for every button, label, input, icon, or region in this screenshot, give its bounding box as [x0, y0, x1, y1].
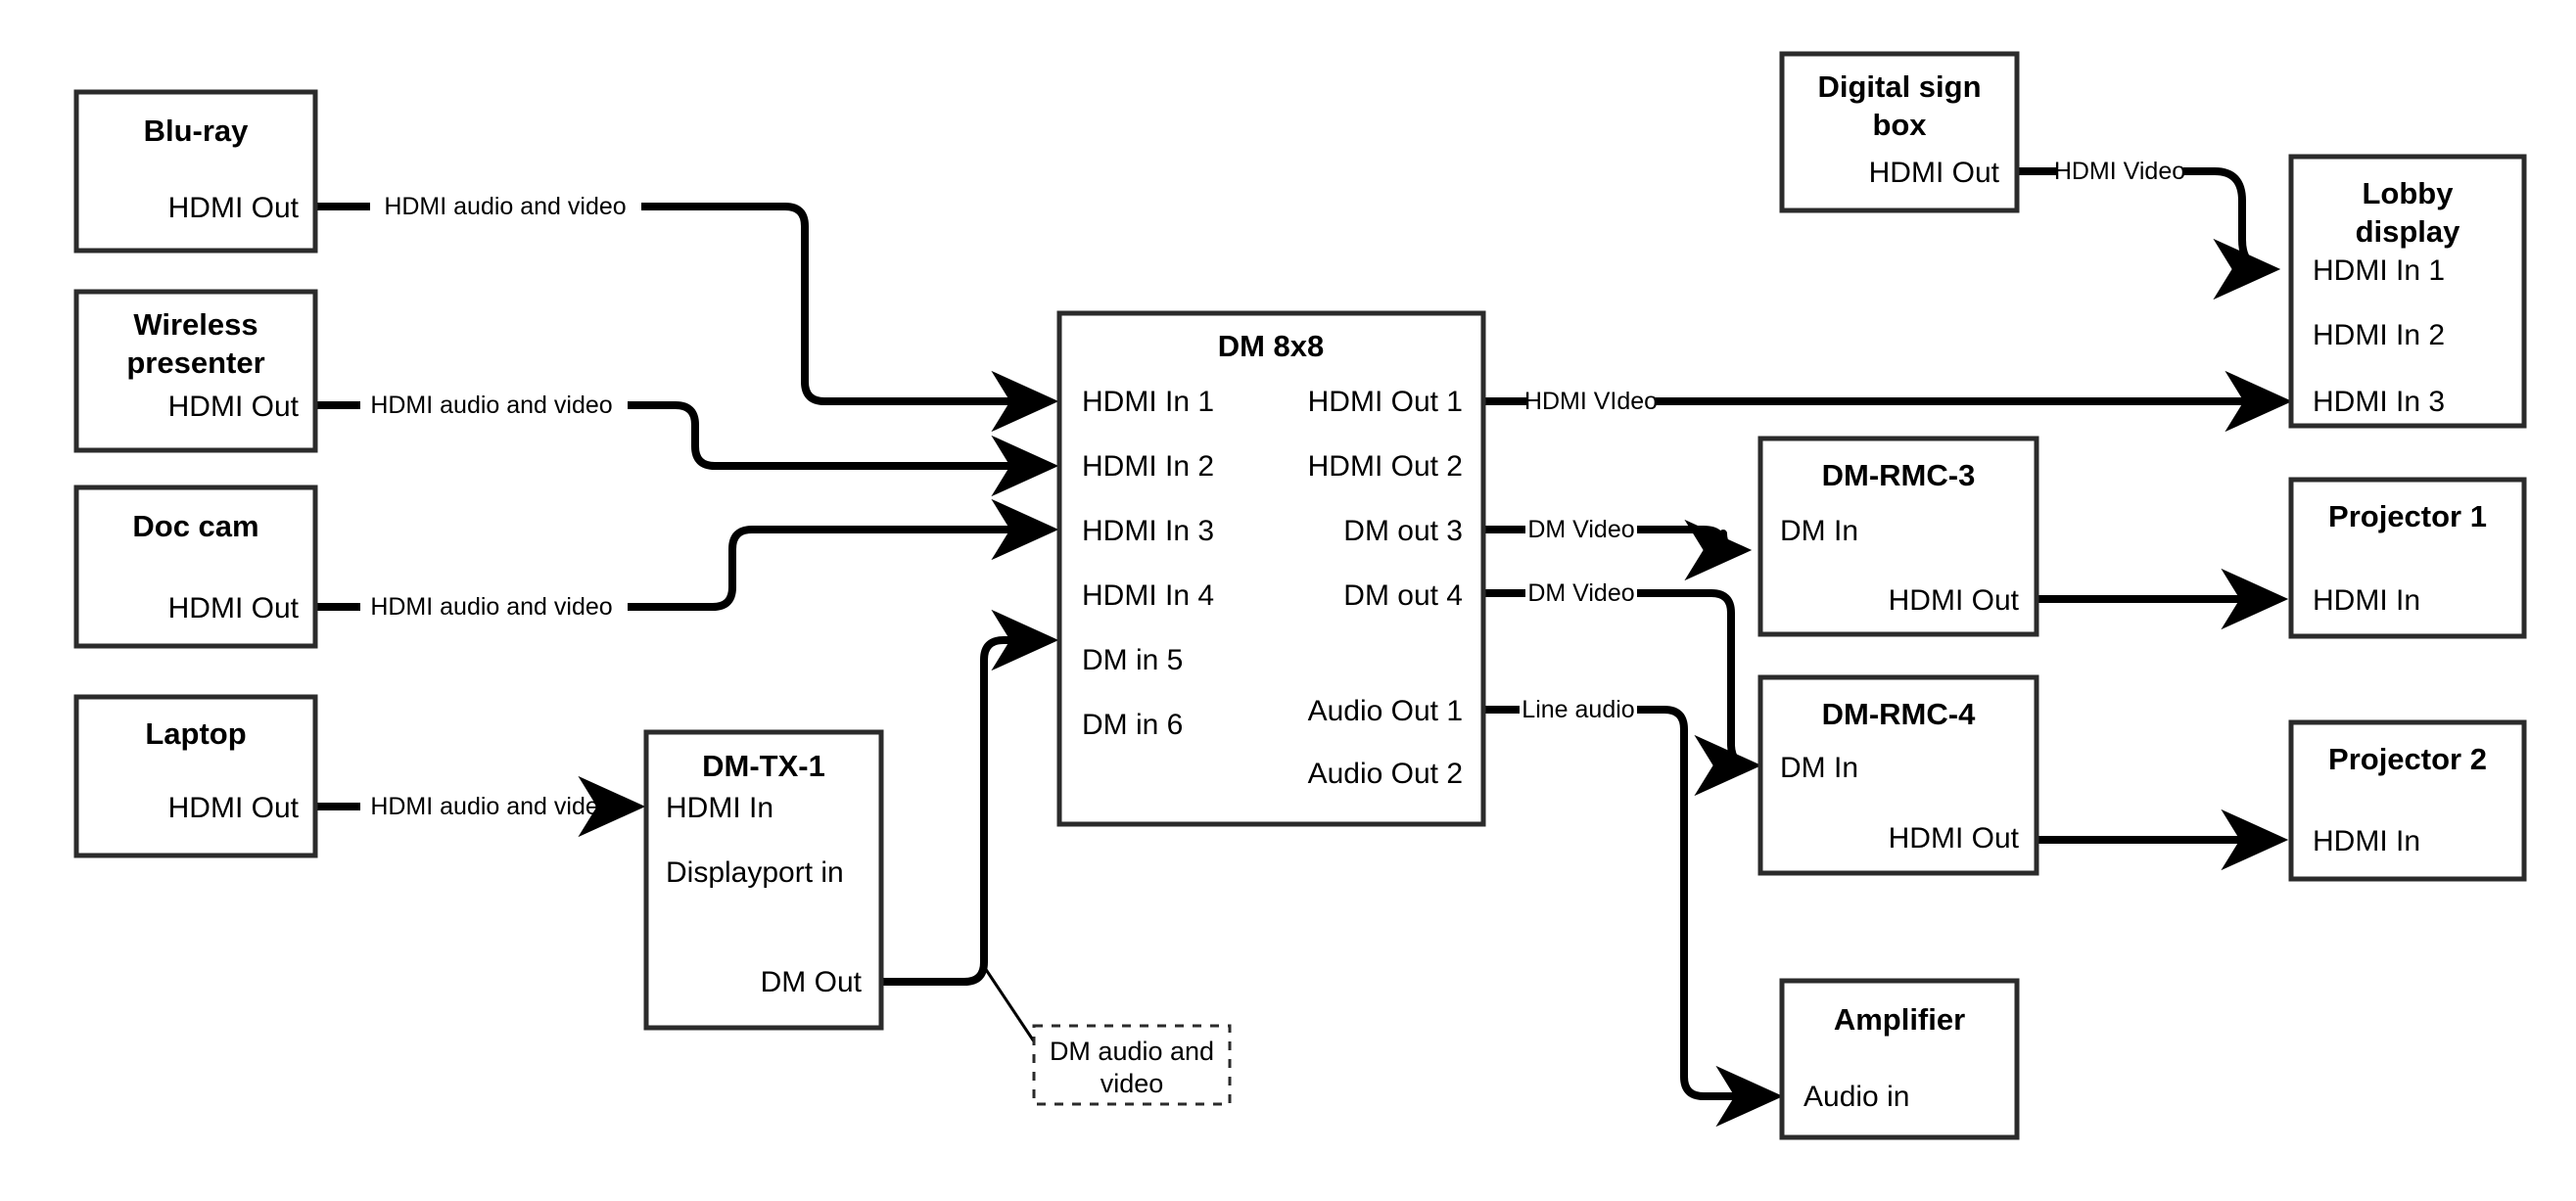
- node-dm-rmc-4[interactable]: DM-RMC-4 DM In HDMI Out: [1757, 674, 2039, 876]
- node-amplifier[interactable]: Amplifier Audio in: [1779, 978, 2020, 1140]
- projector-1-box[interactable]: [2288, 477, 2527, 639]
- amplifier-box[interactable]: [1779, 978, 2020, 1140]
- laptop-port-hdmi-out: HDMI Out: [168, 792, 300, 824]
- wire-doccam-to-dm8x8: [315, 498, 1059, 611]
- wire-dm8x8-dmout4-to-rmc4: [1483, 589, 1762, 797]
- doc-cam-port-hdmi-out: HDMI Out: [168, 592, 300, 624]
- digital-sign-title-line1: Digital sign: [1817, 69, 1981, 104]
- dm-8x8-input-hdmi-in-4: HDMI In 4: [1082, 579, 1214, 612]
- wireless-presenter-box[interactable]: [73, 289, 318, 453]
- digital-sign-title-line2: box: [1872, 108, 1927, 142]
- dm-8x8-output-dm-out-3: DM out 3: [1343, 515, 1463, 547]
- dm-8x8-input-hdmi-in-2: HDMI In 2: [1082, 450, 1214, 483]
- lobby-display-port-hdmi-in-3: HDMI In 3: [2313, 386, 2445, 418]
- node-projector-2[interactable]: Projector 2 HDMI In: [2288, 719, 2527, 882]
- dm-rmc-3-box[interactable]: [1757, 436, 2039, 637]
- dm-tx-1-port-dm-out: DM Out: [761, 966, 863, 998]
- node-digital-sign-box[interactable]: Digital sign box HDMI Out: [1779, 51, 2020, 213]
- dm-rmc-3-port-dm-in: DM In: [1780, 515, 1858, 547]
- dm-8x8-input-hdmi-in-1: HDMI In 1: [1082, 386, 1214, 418]
- dm-rmc-3-title: DM-RMC-3: [1822, 458, 1976, 492]
- lobby-display-title-line2: display: [2356, 214, 2461, 249]
- wire-dm8x8-dmout3-to-rmc3: [1483, 519, 1753, 581]
- dm-8x8-output-hdmi-out-2: HDMI Out 2: [1308, 450, 1463, 483]
- node-projector-1[interactable]: Projector 1 HDMI In: [2288, 477, 2527, 639]
- dm-tx-1-title: DM-TX-1: [702, 749, 825, 783]
- projector-1-title: Projector 1: [2328, 499, 2487, 533]
- wire-wireless-to-dm8x8: [315, 401, 1059, 497]
- dm-8x8-title: DM 8x8: [1218, 329, 1325, 363]
- doc-cam-title: Doc cam: [132, 509, 258, 543]
- dm-8x8-output-dm-out-4: DM out 4: [1343, 579, 1463, 612]
- node-dm-tx-1[interactable]: DM-TX-1 HDMI In Displayport in DM Out: [643, 729, 884, 1031]
- dm-8x8-input-hdmi-in-3: HDMI In 3: [1082, 515, 1214, 547]
- laptop-title: Laptop: [145, 716, 246, 751]
- wire-dmtx1-to-dm8x8: [881, 609, 1059, 986]
- edge-label-wireless-to-dm8x8: HDMI audio and video: [370, 392, 612, 419]
- dm-8x8-output-audio-out-2: Audio Out 2: [1308, 758, 1463, 790]
- dm-rmc-4-box[interactable]: [1757, 674, 2039, 876]
- node-dm-8x8[interactable]: DM 8x8 HDMI In 1 HDMI In 2 HDMI In 3 HDM…: [1056, 310, 1486, 827]
- wire-dm8x8-audioout1-to-amplifier: [1483, 706, 1784, 1128]
- dm-8x8-input-dm-in-6: DM in 6: [1082, 709, 1183, 741]
- edge-label-dm8x8-dmout3-to-rmc3: DM Video: [1527, 516, 1634, 543]
- doc-cam-box[interactable]: [73, 485, 318, 649]
- dm-rmc-3-port-hdmi-out: HDMI Out: [1889, 584, 2020, 617]
- dm-8x8-output-hdmi-out-1: HDMI Out 1: [1308, 386, 1463, 418]
- projector-1-port-hdmi-in: HDMI In: [2313, 584, 2420, 617]
- node-lobby-display[interactable]: Lobby display HDMI In 1 HDMI In 2 HDMI I…: [2288, 154, 2527, 429]
- callout-leader-line: [981, 964, 1038, 1045]
- edge-label-dm8x8-audioout1-to-amplifier: Line audio: [1522, 696, 1634, 723]
- edge-label-bluray-to-dm8x8: HDMI audio and video: [384, 193, 626, 220]
- lobby-display-port-hdmi-in-1: HDMI In 1: [2313, 254, 2445, 287]
- dm-8x8-box[interactable]: [1056, 310, 1486, 827]
- node-laptop[interactable]: Laptop HDMI Out: [73, 694, 318, 858]
- edge-label-doccam-to-dm8x8: HDMI audio and video: [370, 593, 612, 621]
- callout-label-line2: video: [1101, 1069, 1164, 1098]
- dm-tx-1-port-displayport-in: Displayport in: [666, 856, 844, 889]
- wireless-presenter-port-hdmi-out: HDMI Out: [168, 391, 300, 423]
- dm-tx-1-port-hdmi-in: HDMI In: [666, 792, 773, 824]
- wireless-presenter-title-line2: presenter: [126, 346, 264, 380]
- projector-2-port-hdmi-in: HDMI In: [2313, 825, 2420, 857]
- callout-label-line1: DM audio and: [1050, 1037, 1214, 1066]
- lobby-display-title-line1: Lobby: [2363, 176, 2455, 210]
- laptop-box[interactable]: [73, 694, 318, 858]
- callout-dm-audio-and-video: DM audio and video: [1032, 1024, 1232, 1106]
- digital-sign-port-hdmi-out: HDMI Out: [1869, 157, 2000, 189]
- callout-box: [1032, 1024, 1232, 1106]
- dm-rmc-4-port-hdmi-out: HDMI Out: [1889, 822, 2020, 855]
- edge-label-digitalsign-to-lobby: HDMI Video: [2054, 158, 2185, 185]
- lobby-display-port-hdmi-in-2: HDMI In 2: [2313, 319, 2445, 351]
- dm-8x8-output-audio-out-1: Audio Out 1: [1308, 695, 1463, 727]
- wire-bluray-to-dm8x8: [315, 203, 1059, 433]
- node-bluray[interactable]: Blu-ray HDMI Out: [73, 89, 318, 254]
- amplifier-port-audio-in: Audio in: [1803, 1081, 1909, 1113]
- dm-8x8-input-dm-in-5: DM in 5: [1082, 644, 1183, 676]
- digital-sign-box[interactable]: [1779, 51, 2020, 213]
- dm-rmc-4-port-dm-in: DM In: [1780, 752, 1858, 784]
- node-dm-rmc-3[interactable]: DM-RMC-3 DM In HDMI Out: [1757, 436, 2039, 637]
- dm-tx-1-box[interactable]: [643, 729, 884, 1031]
- edge-label-laptop-to-dmtx1: HDMI audio and video: [370, 793, 612, 820]
- bluray-box[interactable]: [73, 89, 318, 254]
- node-doc-cam[interactable]: Doc cam HDMI Out: [73, 485, 318, 649]
- bluray-title: Blu-ray: [144, 114, 250, 148]
- edge-label-dm8x8-hdmiout1-to-lobby: HDMI VIdeo: [1524, 388, 1658, 415]
- edge-label-dm8x8-dmout4-to-rmc4: DM Video: [1527, 579, 1634, 607]
- wireless-presenter-title-line1: Wireless: [133, 307, 258, 342]
- lobby-display-box[interactable]: [2288, 154, 2527, 429]
- projector-2-title: Projector 2: [2328, 742, 2487, 776]
- node-wireless-presenter[interactable]: Wireless presenter HDMI Out: [73, 289, 318, 453]
- dm-rmc-4-title: DM-RMC-4: [1822, 697, 1976, 731]
- wire-digitalsign-to-lobby: [2017, 167, 2281, 300]
- bluray-port-hdmi-out: HDMI Out: [168, 192, 300, 224]
- projector-2-box[interactable]: [2288, 719, 2527, 882]
- amplifier-title: Amplifier: [1834, 1002, 1965, 1037]
